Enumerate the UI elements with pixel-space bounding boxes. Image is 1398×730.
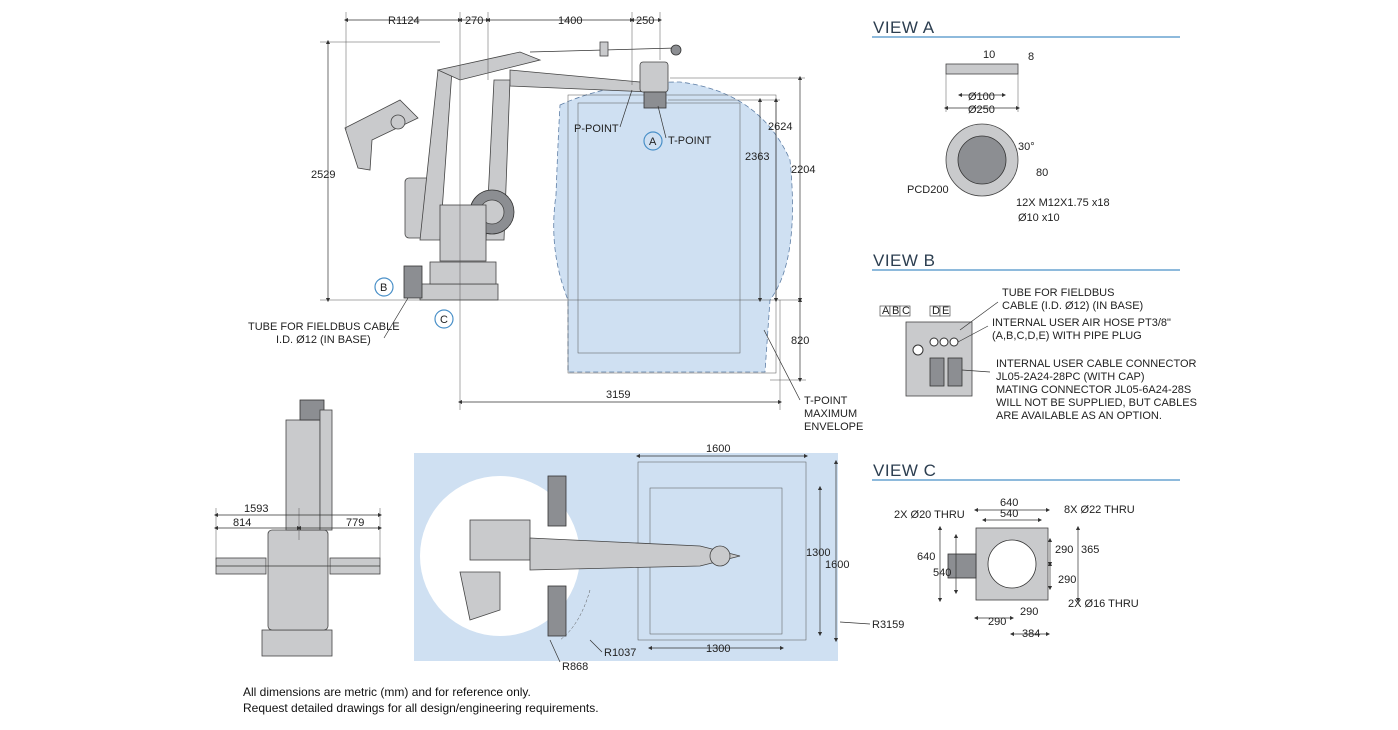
dim-c-thru20: 2X Ø20 THRU <box>894 509 965 521</box>
dim-a-d100: Ø100 <box>968 91 995 103</box>
callout-a-text: A <box>649 136 657 148</box>
dim-a-10: 10 <box>983 49 995 61</box>
dim-c-384: 384 <box>1022 628 1040 640</box>
port-c: C <box>902 305 910 317</box>
dim-c-640-left: 640 <box>917 551 935 563</box>
note-tube-line1: TUBE FOR FIELDBUS <box>1002 287 1114 299</box>
callout-c-text: C <box>440 314 448 326</box>
dim-a-pcd: PCD200 <box>907 184 949 196</box>
dim-1600-vertical: 1600 <box>825 559 849 571</box>
port-a: A <box>882 305 890 317</box>
view-b: VIEW B A B C D E TUBE FOR FIELDBUS CABLE… <box>872 251 1197 422</box>
dim-c-290-b: 290 <box>1058 574 1076 586</box>
dim-r868: R868 <box>562 661 588 673</box>
dim-814: 814 <box>233 517 251 529</box>
note-air-line2: (A,B,C,D,E) WITH PIPE PLUG <box>992 330 1142 342</box>
top-view: 1600 1300 1600 1300 R3159 R1037 R868 <box>414 443 904 673</box>
note-conn-line4: WILL NOT BE SUPPLIED, BUT CABLES <box>996 397 1197 409</box>
dim-1600-top: 1600 <box>706 443 730 455</box>
dim-a-m12: 12X M12X1.75 x18 <box>1016 197 1110 209</box>
envelope-label-line3: ENVELOPE <box>804 421 863 433</box>
dim-r3159: R3159 <box>872 619 904 631</box>
note-conn-line5: ARE AVAILABLE AS AN OPTION. <box>996 410 1162 422</box>
tube-label-line2: I.D. Ø12 (IN BASE) <box>276 334 371 346</box>
dim-2624: 2624 <box>768 121 792 133</box>
dim-c-thru22: 8X Ø22 THRU <box>1064 504 1135 516</box>
dim-1300-bottom: 1300 <box>706 643 730 655</box>
t-point-label: T-POINT <box>668 135 712 147</box>
view-c-title: VIEW C <box>873 461 936 480</box>
note-conn-line2: JL05-2A24-28PC (WITH CAP) <box>996 371 1145 383</box>
t-point-envelope <box>553 81 793 373</box>
dim-1593: 1593 <box>244 503 268 515</box>
dim-a-8: 8 <box>1028 51 1034 63</box>
note-conn-line3: MATING CONNECTOR JL05-6A24-28S <box>996 384 1191 396</box>
envelope-label-line2: MAXIMUM <box>804 408 857 420</box>
callout-c <box>434 309 454 329</box>
dim-2529: 2529 <box>311 169 335 181</box>
p-point-label: P-POINT <box>574 123 619 135</box>
view-a: VIEW A 10 8 Ø100 Ø250 30° 80 PCD200 12X … <box>872 18 1180 224</box>
view-c: VIEW C 640 540 2X Ø20 THRU 8X Ø22 THRU 6… <box>872 461 1180 640</box>
dim-1400: 1400 <box>558 15 582 27</box>
dim-250: 250 <box>636 15 654 27</box>
callout-a <box>643 131 663 151</box>
dim-1300-vertical: 1300 <box>806 547 830 559</box>
footer-line2: Request detailed drawings for all design… <box>243 701 599 715</box>
dim-r1124: R1124 <box>388 15 420 27</box>
dim-c-290-a: 290 <box>1055 544 1073 556</box>
port-b: B <box>892 305 899 317</box>
dim-c-640-top: 640 <box>1000 497 1018 509</box>
callout-b-text: B <box>380 282 387 294</box>
note-tube-line2: CABLE (I.D. Ø12) (IN BASE) <box>1002 300 1143 312</box>
dim-c-365: 365 <box>1081 544 1099 556</box>
dim-c-thru16: 2X Ø16 THRU <box>1068 598 1139 610</box>
dim-2363: 2363 <box>745 151 769 163</box>
dim-2204: 2204 <box>791 164 815 176</box>
main-side-view: R1124 270 1400 250 2529 2624 2363 2204 8… <box>248 12 863 433</box>
dim-a-30deg: 30° <box>1018 141 1035 153</box>
view-b-title: VIEW B <box>873 251 936 270</box>
dim-c-290-d: 290 <box>1020 606 1038 618</box>
dim-r1037: R1037 <box>604 647 636 659</box>
dim-3159: 3159 <box>606 389 630 401</box>
dim-779: 779 <box>346 517 364 529</box>
note-conn-line1: INTERNAL USER CABLE CONNECTOR <box>996 358 1197 370</box>
dim-a-d10x10: Ø10 x10 <box>1018 212 1060 224</box>
port-d: D <box>932 305 940 317</box>
dim-c-290-c: 290 <box>988 616 1006 628</box>
note-air-line1: INTERNAL USER AIR HOSE PT3/8" <box>992 317 1171 329</box>
callout-b <box>374 277 394 297</box>
dim-c-540-top: 540 <box>1000 508 1018 520</box>
port-e: E <box>942 305 949 317</box>
dim-a-d250: Ø250 <box>968 104 995 116</box>
envelope-label-line1: T-POINT <box>804 395 848 407</box>
dim-820: 820 <box>791 335 809 347</box>
dim-c-540-left: 540 <box>933 567 951 579</box>
robot-side <box>344 41 682 301</box>
front-view: 1593 814 779 <box>213 399 383 657</box>
dim-a-80: 80 <box>1036 167 1048 179</box>
view-a-title: VIEW A <box>873 18 935 37</box>
tube-label-line1: TUBE FOR FIELDBUS CABLE <box>248 321 400 333</box>
footer-line1: All dimensions are metric (mm) and for r… <box>243 685 531 699</box>
dim-270: 270 <box>465 15 483 27</box>
